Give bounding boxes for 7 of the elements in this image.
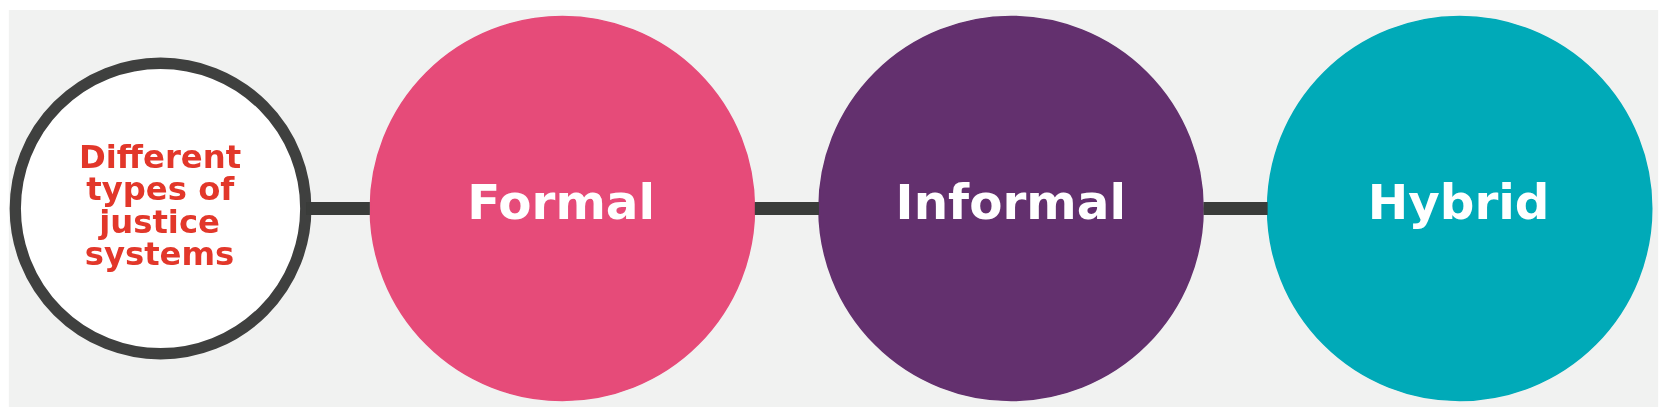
connector xyxy=(754,202,819,215)
node-circle: Informal xyxy=(818,15,1204,402)
node-circle: Hybrid xyxy=(1266,15,1653,402)
connector xyxy=(306,202,370,215)
node-circle: Formal xyxy=(369,15,756,402)
connector xyxy=(1203,202,1268,215)
node-circle: Different types of justice systems xyxy=(9,57,312,360)
